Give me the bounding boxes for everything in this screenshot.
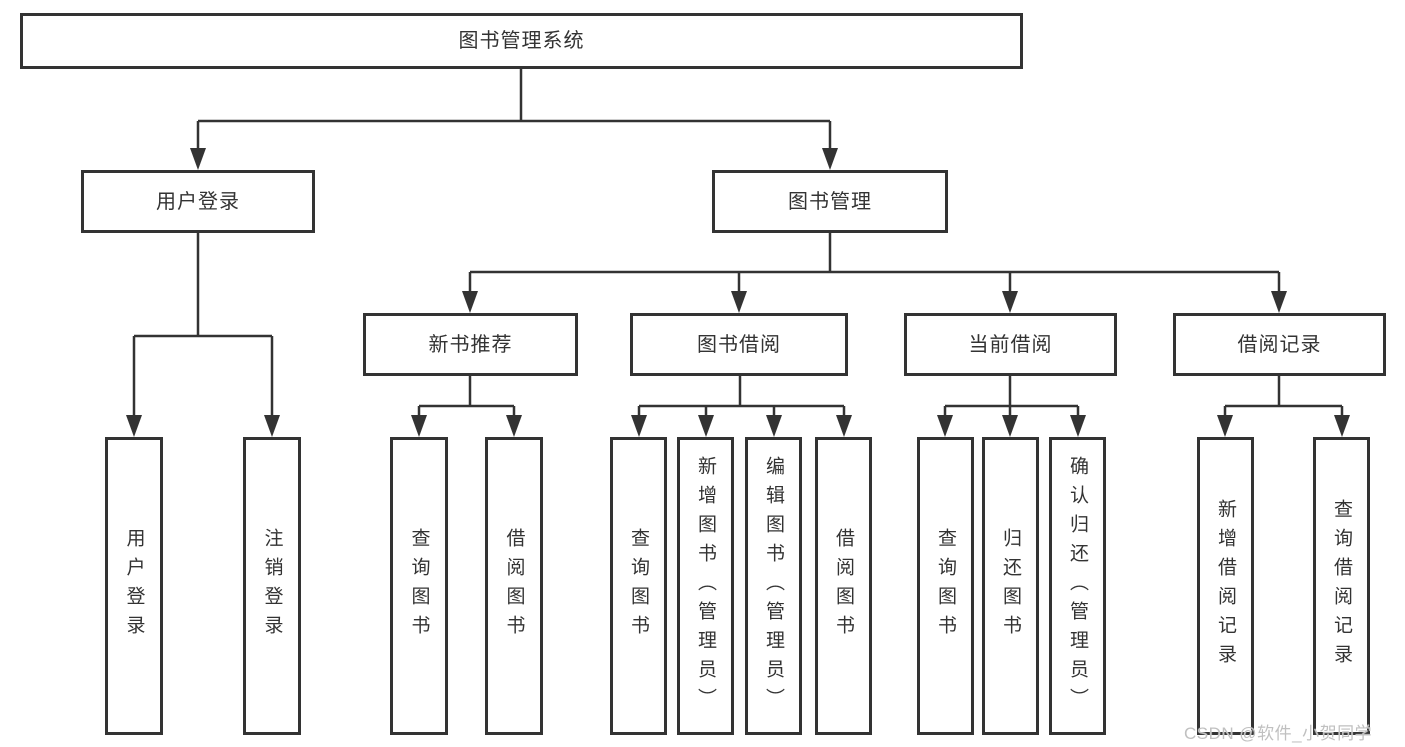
- leaf-user-login: 用户登录: [105, 437, 163, 735]
- node-root-system-label: 图书管理系统: [458, 30, 585, 52]
- node-current-borrowing: 当前借阅: [904, 313, 1117, 376]
- node-book-borrowing: 图书借阅: [630, 313, 848, 376]
- node-book-management-label: 图书管理: [788, 190, 872, 213]
- leaf-current-query-book: 查询图书: [917, 437, 974, 735]
- leaf-confirm-return-admin: 确认归还（管理员）: [1049, 437, 1106, 735]
- leaf-return-book: 归还图书: [982, 437, 1039, 735]
- leaf-borrowing-query-book: 查询图书: [610, 437, 667, 735]
- node-borrowing-records: 借阅记录: [1173, 313, 1386, 376]
- node-new-book-recommend: 新书推荐: [363, 313, 578, 376]
- leaf-edit-book-admin: 编辑图书（管理员）: [745, 437, 802, 735]
- leaf-logout: 注销登录: [243, 437, 301, 735]
- node-book-management: 图书管理: [712, 170, 948, 233]
- node-user-login: 用户登录: [81, 170, 315, 233]
- watermark: CSDN @软件_小贺同学: [1184, 724, 1373, 743]
- leaf-query-borrow-record: 查询借阅记录: [1313, 437, 1370, 735]
- leaf-borrowing-borrow-book: 借阅图书: [815, 437, 872, 735]
- leaf-add-borrow-record: 新增借阅记录: [1197, 437, 1254, 735]
- leaf-recommend-borrow-book: 借阅图书: [485, 437, 543, 735]
- leaf-add-book-admin: 新增图书（管理员）: [677, 437, 734, 735]
- node-book-borrowing-label: 图书借阅: [697, 333, 781, 356]
- node-current-borrowing-label: 当前借阅: [968, 333, 1053, 356]
- node-borrowing-records-label: 借阅记录: [1237, 333, 1322, 356]
- node-root-system: 图书管理系统: [20, 13, 1023, 69]
- leaf-recommend-query-book: 查询图书: [390, 437, 448, 735]
- node-user-login-label: 用户登录: [156, 190, 240, 213]
- node-new-book-recommend-label: 新书推荐: [428, 333, 513, 356]
